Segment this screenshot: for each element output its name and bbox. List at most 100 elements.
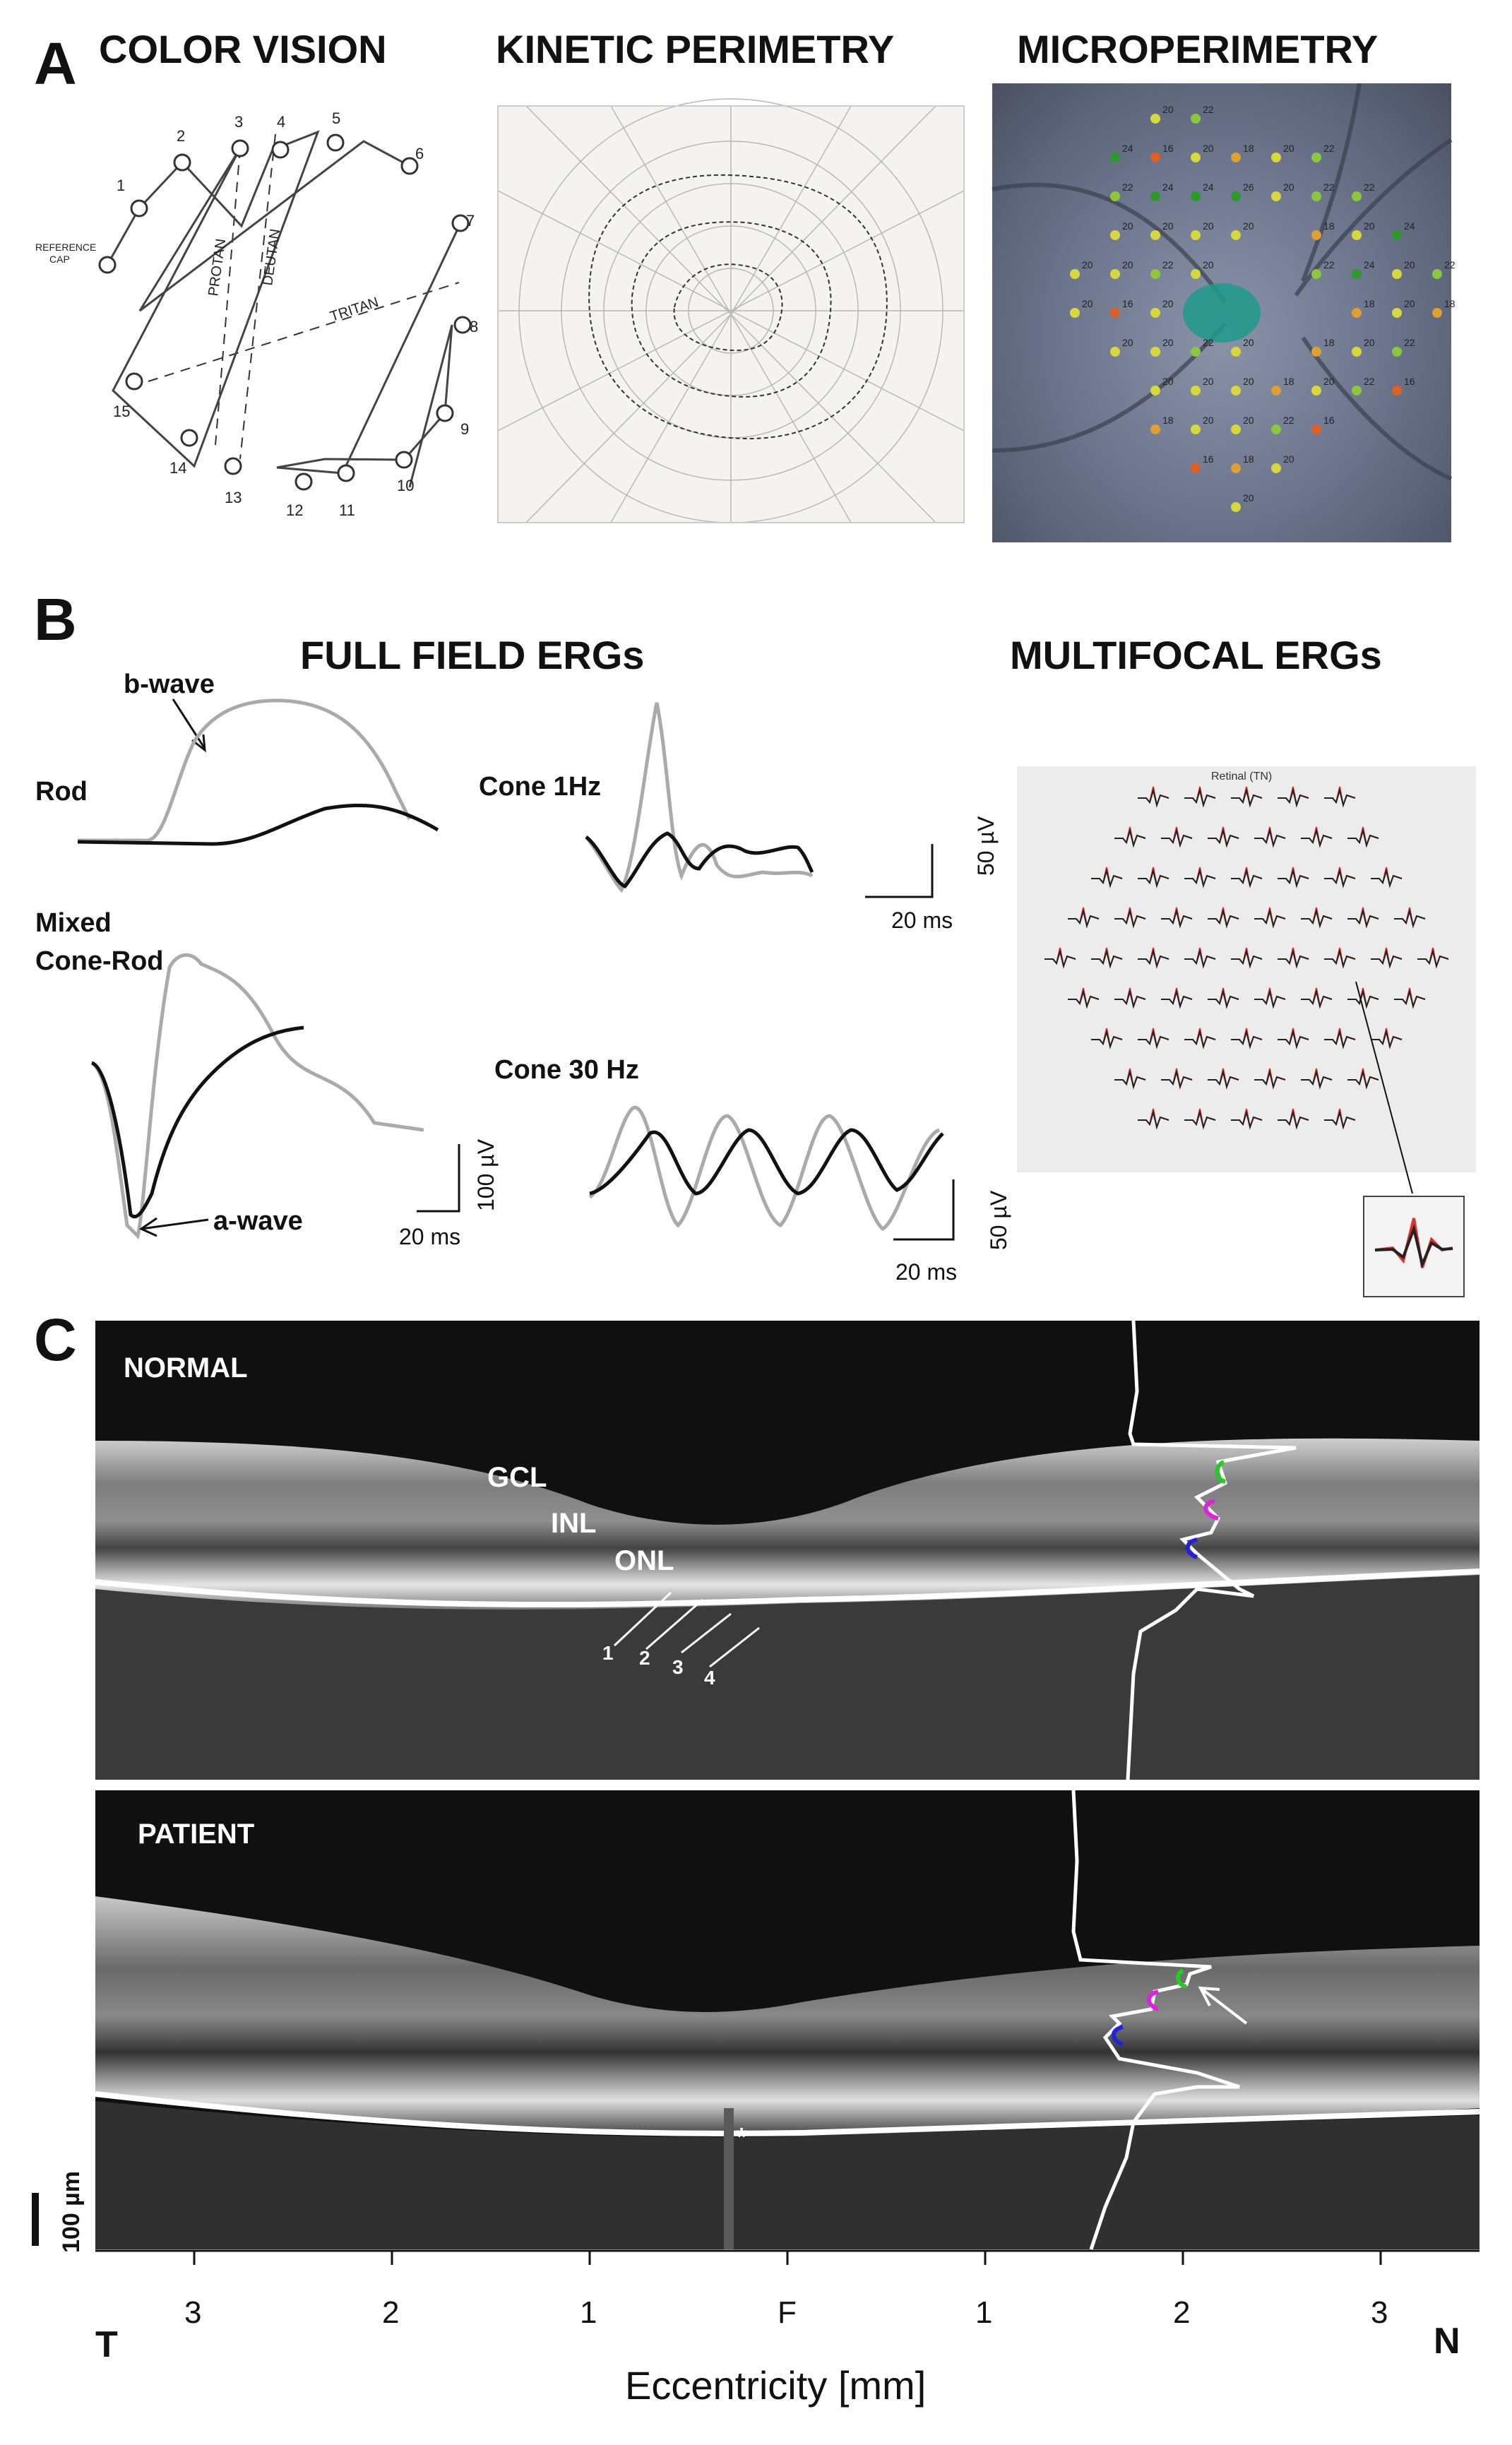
mf-trace — [1301, 828, 1333, 848]
panel-letter-c: C — [34, 1307, 77, 1373]
cone-30hz-normal-trace — [588, 1105, 941, 1232]
mp-value: 20 — [1243, 376, 1254, 387]
mf-trace — [1324, 1029, 1356, 1049]
eccentricity-axis — [95, 2249, 1480, 2265]
cap-5 — [326, 133, 345, 152]
mf-trace — [1114, 908, 1146, 929]
mf-trace — [1324, 1110, 1356, 1130]
mf-trace — [1208, 828, 1239, 848]
mp-point — [1311, 424, 1321, 434]
patient-onl-marker — [1111, 2025, 1124, 2047]
full-field-ergs-title: FULL FIELD ERGs — [300, 633, 645, 677]
mp-value: 20 — [1122, 220, 1133, 232]
mp-point — [1311, 230, 1321, 240]
mf-trace — [1114, 1069, 1146, 1090]
normal-label: NORMAL — [124, 1352, 248, 1384]
mp-value: 16 — [1404, 376, 1415, 387]
erg-traces — [77, 698, 955, 1241]
mp-point — [1150, 424, 1160, 434]
rod-normal-trace — [78, 698, 412, 843]
cap-sequence-lines — [106, 130, 462, 488]
mp-point — [1392, 308, 1402, 318]
rod-label: Rod — [35, 777, 88, 807]
mf-trace — [1114, 989, 1146, 1009]
mp-point — [1392, 269, 1402, 279]
cap-12 — [294, 472, 313, 491]
oct-normal: NORMAL GCL INL ONL 1 2 3 4 — [95, 1320, 1480, 1780]
mf-trace — [1278, 868, 1309, 888]
mf-trace — [1184, 868, 1216, 888]
patient-arrow — [1198, 1986, 1248, 2025]
mp-point — [1110, 153, 1120, 162]
cap-num-12: 12 — [286, 501, 303, 519]
patient-gcl-marker — [1176, 1968, 1187, 1989]
inl-label: INL — [551, 1508, 597, 1539]
cap-num-1: 1 — [117, 177, 125, 194]
mp-point — [1352, 386, 1362, 395]
mp-point — [1392, 230, 1402, 240]
cap-num-10: 10 — [397, 477, 414, 494]
mf-zoom-inset — [1363, 1196, 1465, 1297]
mp-value: 16 — [1122, 298, 1133, 309]
cone-1hz-patient-trace — [585, 831, 814, 888]
normal-onl-marker — [1185, 1537, 1198, 1559]
perimetry-grid — [497, 98, 965, 523]
mf-trace — [1208, 1069, 1239, 1090]
cap-4 — [271, 141, 290, 159]
mp-point — [1191, 347, 1201, 357]
mp-value: 20 — [1122, 337, 1133, 348]
cap-10 — [395, 451, 413, 469]
cap-7 — [451, 214, 470, 232]
mp-value: 20 — [1162, 104, 1174, 115]
mp-value: 18 — [1323, 220, 1335, 232]
scale-bar-50uv-1 — [865, 844, 934, 898]
x-tick-label: 2 — [382, 2295, 400, 2330]
mp-value: 22 — [1122, 182, 1133, 193]
cone-rod-label: Cone-Rod — [35, 946, 164, 976]
mp-value: 22 — [1323, 143, 1335, 154]
mf-trace — [1161, 828, 1193, 848]
mp-point — [1392, 347, 1402, 357]
cap-num-13: 13 — [225, 489, 242, 506]
scale-20ms-1: 20 ms — [891, 908, 953, 933]
tritan-axis — [148, 282, 460, 382]
mp-value: 20 — [1162, 298, 1174, 309]
mp-point — [1191, 114, 1201, 124]
x-axis-label: Eccentricity [mm] — [625, 2363, 927, 2408]
mp-point — [1352, 308, 1362, 318]
mp-value: 20 — [1162, 376, 1174, 387]
mf-trace — [1091, 868, 1123, 888]
cap-num-6: 6 — [415, 145, 424, 162]
mf-trace — [1371, 1029, 1403, 1049]
mp-value: 22 — [1364, 182, 1375, 193]
mf-zoom-connector — [1355, 981, 1413, 1194]
mf-trace — [1231, 1110, 1263, 1130]
scale-50uv-1: 50 µV — [973, 816, 999, 876]
cap-14 — [180, 429, 198, 447]
mp-value: 20 — [1243, 492, 1254, 504]
mf-trace — [1254, 989, 1286, 1009]
oct-patient-image — [95, 1790, 1480, 2250]
mp-point — [1231, 463, 1241, 473]
cone-1hz-normal-trace — [585, 702, 814, 893]
mf-trace — [1254, 908, 1286, 929]
normal-inl-marker — [1203, 1499, 1219, 1521]
mp-value: 20 — [1243, 415, 1254, 426]
mp-point — [1432, 269, 1442, 279]
x-tick-label: 1 — [975, 2295, 993, 2330]
mp-value: 20 — [1082, 298, 1093, 309]
mp-point — [1150, 269, 1160, 279]
mf-trace — [1231, 948, 1263, 969]
mp-value: 20 — [1283, 182, 1294, 193]
cap-num-9: 9 — [460, 420, 469, 438]
mf-trace — [1044, 948, 1076, 969]
mp-value: 20 — [1243, 337, 1254, 348]
mf-trace — [1208, 908, 1239, 929]
cap-1 — [130, 199, 148, 218]
mp-point — [1231, 230, 1241, 240]
mp-value: 18 — [1364, 298, 1375, 309]
mp-value: 20 — [1323, 376, 1335, 387]
mf-trace — [1068, 989, 1100, 1009]
fixation-cloud — [1183, 283, 1261, 343]
